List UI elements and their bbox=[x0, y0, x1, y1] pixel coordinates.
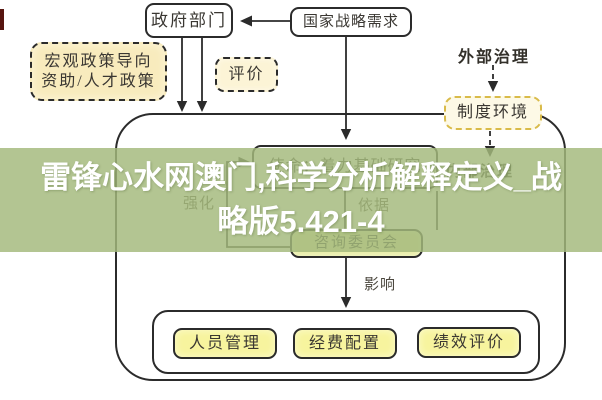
node-evaluation: 评价 bbox=[215, 57, 278, 92]
macro-policy-line1: 宏观政策导向 bbox=[44, 52, 153, 70]
node-funding-label: 经费配置 bbox=[308, 334, 381, 352]
node-government: 政府部门 bbox=[145, 3, 233, 38]
node-government-label: 政府部门 bbox=[151, 10, 227, 30]
node-personnel: 人员管理 bbox=[173, 328, 277, 359]
watermark-banner: 雷锋心水网澳门,科学分析解释定义_战 略版5.421-4 bbox=[0, 148, 602, 252]
edge-artifact bbox=[0, 9, 4, 30]
watermark-line2: 略版5.421-4 bbox=[217, 204, 385, 239]
node-evaluation-label: 评价 bbox=[228, 65, 265, 83]
node-personnel-label: 人员管理 bbox=[188, 334, 261, 352]
node-national-strategy: 国家战略需求 bbox=[290, 7, 412, 37]
label-influence: 影响 bbox=[363, 276, 396, 293]
watermark-line1: 雷锋心水网澳门,科学分析解释定义_战 bbox=[40, 160, 562, 195]
macro-policy-line2: 资助/人才政策 bbox=[41, 72, 156, 90]
node-funding: 经费配置 bbox=[293, 328, 397, 359]
node-national-strategy-label: 国家战略需求 bbox=[302, 13, 399, 30]
node-institutional-environment: 制度环境 bbox=[444, 96, 542, 130]
node-macro-policy: 宏观政策导向 资助/人才政策 bbox=[30, 42, 167, 101]
label-external-governance: 外部治理 bbox=[457, 49, 530, 66]
node-performance: 绩效评价 bbox=[417, 327, 521, 358]
institutional-environment-label: 制度环境 bbox=[456, 104, 529, 121]
node-performance-label: 绩效评价 bbox=[432, 333, 505, 351]
